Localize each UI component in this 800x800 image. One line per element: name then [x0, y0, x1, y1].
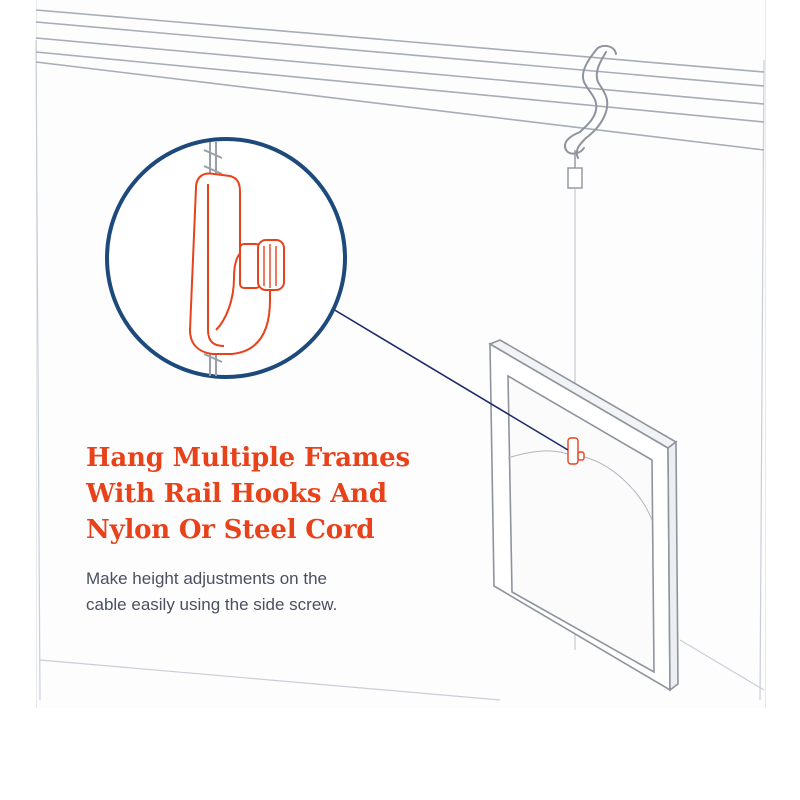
picture-rail-icon	[35, 9, 765, 151]
headline-line-2: With Rail Hooks And	[86, 479, 387, 509]
headline-line-3: Nylon Or Steel Cord	[86, 515, 375, 545]
s-hook-icon	[564, 44, 617, 159]
description: Make height adjustments on the cable eas…	[86, 566, 426, 618]
small-cable-hook-icon	[567, 437, 585, 465]
description-line-1: Make height adjustments on the	[86, 569, 327, 588]
headline: Hang Multiple Frames With Rail Hooks And…	[86, 440, 446, 548]
wall-outline	[35, 39, 765, 701]
cable-hook-with-side-screw-icon	[189, 172, 285, 355]
description-line-2: cable easily using the side screw.	[86, 595, 338, 614]
cable-tag-icon	[567, 150, 583, 189]
headline-line-1: Hang Multiple Frames	[86, 443, 410, 473]
callout-leader-line	[327, 305, 569, 451]
magnifier-callout-icon	[105, 137, 347, 379]
